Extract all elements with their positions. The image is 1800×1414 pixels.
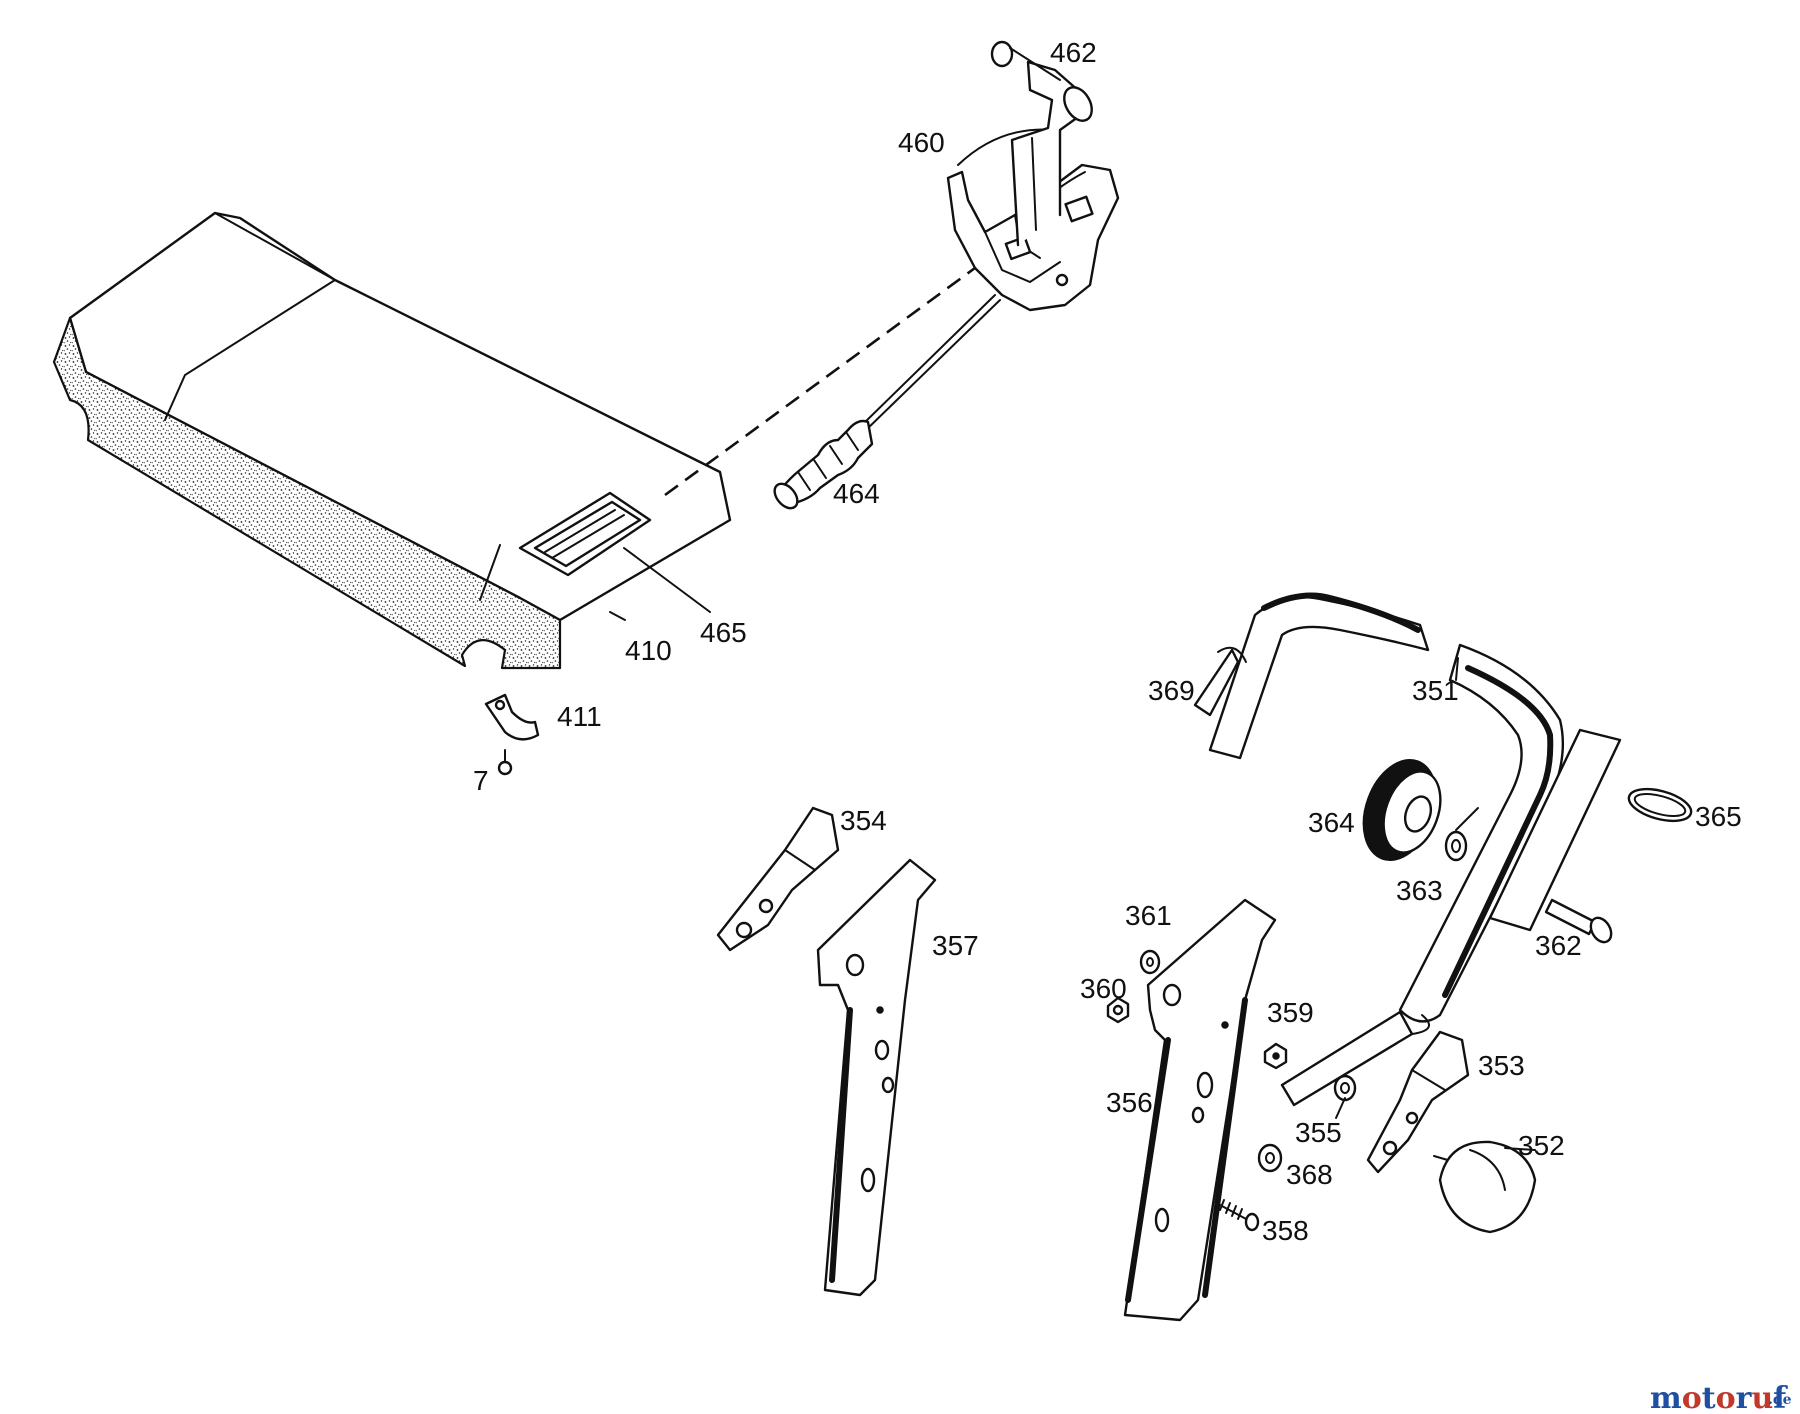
label-360: 360 xyxy=(1080,973,1127,1004)
watermark-text: motoruf xyxy=(1650,1381,1788,1414)
nut-359 xyxy=(1263,1042,1288,1070)
connection-line xyxy=(664,266,976,497)
washer-360 xyxy=(1139,949,1161,975)
label-365: 365 xyxy=(1695,801,1742,832)
lever-housing-460 xyxy=(946,128,1120,312)
screw-358 xyxy=(1219,1199,1260,1232)
watermark-logo: motoruf .de xyxy=(1650,1381,1792,1414)
side-bracket-356 xyxy=(1123,898,1277,1322)
label-362: 362 xyxy=(1535,930,1582,961)
washer-355 xyxy=(1333,1074,1357,1102)
label-410: 410 xyxy=(625,635,672,666)
label-368: 368 xyxy=(1286,1159,1333,1190)
label-462: 462 xyxy=(1050,37,1097,68)
side-bracket-357 xyxy=(816,858,937,1297)
knob-352 xyxy=(1433,1140,1537,1234)
label-464: 464 xyxy=(833,478,880,509)
label-369: 369 xyxy=(1148,675,1195,706)
washer-368 xyxy=(1257,1143,1283,1173)
label-359: 359 xyxy=(1267,997,1314,1028)
bracket-369 xyxy=(1193,646,1247,717)
latch-353 xyxy=(1366,1030,1470,1174)
gear-knob-364 xyxy=(1362,759,1442,861)
ring-365 xyxy=(1627,787,1693,823)
clip-411 xyxy=(484,693,540,741)
washer-363 xyxy=(1444,830,1468,862)
label-356: 356 xyxy=(1106,1087,1153,1118)
lever-handle-462 xyxy=(990,40,1093,247)
screw-7 xyxy=(497,749,513,776)
handle-tube-351 xyxy=(1208,592,1565,1107)
label-364: 364 xyxy=(1308,807,1355,838)
label-352: 352 xyxy=(1518,1130,1565,1161)
label-363: 363 xyxy=(1396,875,1443,906)
label-351: 351 xyxy=(1412,675,1459,706)
cable-spring-464 xyxy=(773,294,1001,510)
nut-361 xyxy=(1106,996,1130,1024)
housing-cover-410 xyxy=(52,211,732,670)
label-411: 411 xyxy=(557,701,602,732)
label-357: 357 xyxy=(932,930,979,961)
tube-segment xyxy=(1488,728,1622,932)
label-353: 353 xyxy=(1478,1050,1525,1081)
label-354: 354 xyxy=(840,805,887,836)
label-465: 465 xyxy=(700,617,747,648)
latch-bracket-354 xyxy=(716,806,840,952)
label-355: 355 xyxy=(1295,1117,1342,1148)
label-358: 358 xyxy=(1262,1215,1309,1246)
label-7: 7 xyxy=(473,765,489,796)
label-460: 460 xyxy=(898,127,945,158)
leader-lines xyxy=(609,547,1536,1151)
watermark-suffix: .de xyxy=(1768,1392,1792,1408)
bolt-362 xyxy=(1544,898,1613,944)
label-361: 361 xyxy=(1125,900,1172,931)
part-labels: 462 460 464 465 410 411 7 369 351 364 36… xyxy=(473,37,1742,1246)
